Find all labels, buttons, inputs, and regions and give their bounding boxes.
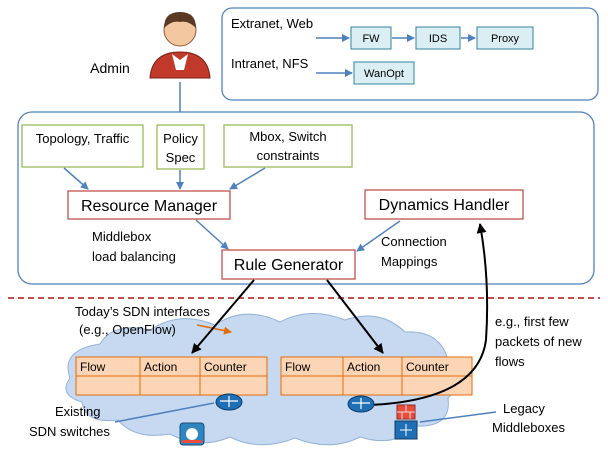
fw-label: FW — [362, 33, 380, 45]
ids-label: IDS — [429, 33, 447, 45]
load-balancing-label-2: load balancing — [92, 249, 176, 264]
sdn-switch-icon-1 — [215, 393, 243, 411]
topology-traffic-label: Topology, Traffic — [36, 131, 130, 146]
sdn-interfaces-label-2: (e.g., OpenFlow) — [79, 322, 176, 337]
ids-box — [415, 26, 461, 50]
mbox-constraints-label-2: constraints — [257, 148, 320, 163]
rule-generator-label: Rule Generator — [234, 257, 344, 274]
wanopt-box — [353, 61, 415, 85]
dynamics-handler-box — [364, 189, 524, 220]
topology-traffic-box — [21, 124, 144, 168]
rule-generator-box — [221, 249, 356, 280]
flow-table-1-header-counter: Counter — [204, 360, 247, 374]
mbox-constraints-label-1: Mbox, Switch — [249, 129, 326, 144]
flow-table-2 — [280, 356, 473, 396]
resource-manager-label: Resource Manager — [81, 198, 218, 215]
policy-row2-label: Intranet, NFS — [231, 56, 309, 71]
connection-mappings-label-1: Connection — [381, 234, 447, 249]
first-packets-label-1: e.g., first few — [495, 314, 569, 329]
flow-table-2-header-action: Action — [347, 360, 380, 374]
legacy-middleboxes-label-1: Legacy — [503, 401, 545, 416]
policy-spec-label-1: Policy — [163, 131, 198, 146]
firewall-middlebox-icon — [394, 404, 418, 440]
existing-switches-label-2: SDN switches — [29, 424, 110, 439]
legacy-middleboxes-label-2: Middleboxes — [492, 420, 565, 435]
policy-row1-label: Extranet, Web — [231, 16, 313, 31]
fw-box — [350, 26, 392, 50]
middlebox-appliance-icon — [179, 422, 205, 446]
admin-user-icon — [149, 12, 211, 79]
flow-table-1-header-action: Action — [144, 360, 177, 374]
proxy-label: Proxy — [491, 33, 520, 45]
flow-table-1-header-flow: Flow — [80, 360, 106, 374]
connection-mappings-label-2: Mappings — [381, 254, 438, 269]
first-packets-label-2: packets of new — [495, 334, 582, 349]
policy-spec-box — [156, 124, 205, 170]
sdn-interfaces-label-1: Today’s SDN interfaces — [75, 304, 210, 319]
policy-spec-label-2: Spec — [166, 150, 196, 165]
flow-table-1 — [75, 356, 268, 396]
load-balancing-label-1: Middlebox — [92, 229, 152, 244]
admin-label: Admin — [90, 60, 130, 76]
proxy-box — [476, 26, 534, 50]
mbox-constraints-box — [223, 124, 353, 168]
existing-switches-label-1: Existing — [55, 404, 101, 419]
dynamics-handler-label: Dynamics Handler — [379, 197, 510, 214]
flow-table-2-header-flow: Flow — [285, 360, 311, 374]
wanopt-label: WanOpt — [364, 68, 404, 80]
flow-table-2-header-counter: Counter — [406, 360, 449, 374]
sdn-switch-icon-2 — [347, 395, 375, 413]
first-packets-label-3: flows — [495, 354, 525, 369]
resource-manager-box — [67, 190, 231, 220]
